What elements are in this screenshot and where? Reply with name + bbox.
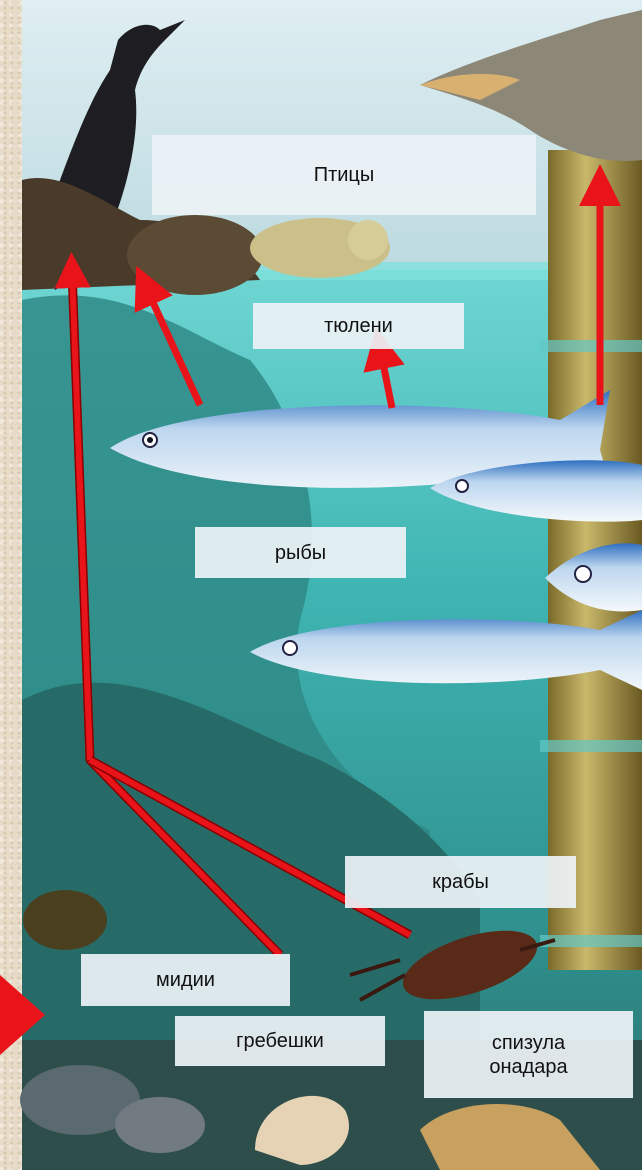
label-onadara-text: онадара [489, 1055, 567, 1079]
label-crabs: крабы [345, 856, 576, 908]
pier-ring [540, 740, 642, 752]
label-birds-text: Птицы [314, 163, 375, 187]
label-fish-text: рыбы [275, 541, 326, 565]
pier-ring [540, 340, 642, 352]
label-scallops: гребешки [175, 1016, 385, 1066]
label-seals: тюлени [253, 303, 464, 349]
label-seals-text: тюлени [324, 314, 393, 338]
duck [127, 215, 263, 295]
seal-head [348, 220, 388, 260]
label-crabs-text: крабы [432, 870, 489, 894]
label-mussels-text: мидии [156, 968, 215, 992]
label-birds: Птицы [152, 135, 536, 215]
pier-ring [540, 935, 642, 947]
label-fish: рыбы [195, 527, 406, 578]
label-scallops-text: гребешки [236, 1029, 324, 1053]
label-spisula-onadara: спизула онадара [424, 1011, 633, 1098]
label-mussels: мидии [81, 954, 290, 1006]
label-spisula-text: спизула [492, 1031, 565, 1055]
